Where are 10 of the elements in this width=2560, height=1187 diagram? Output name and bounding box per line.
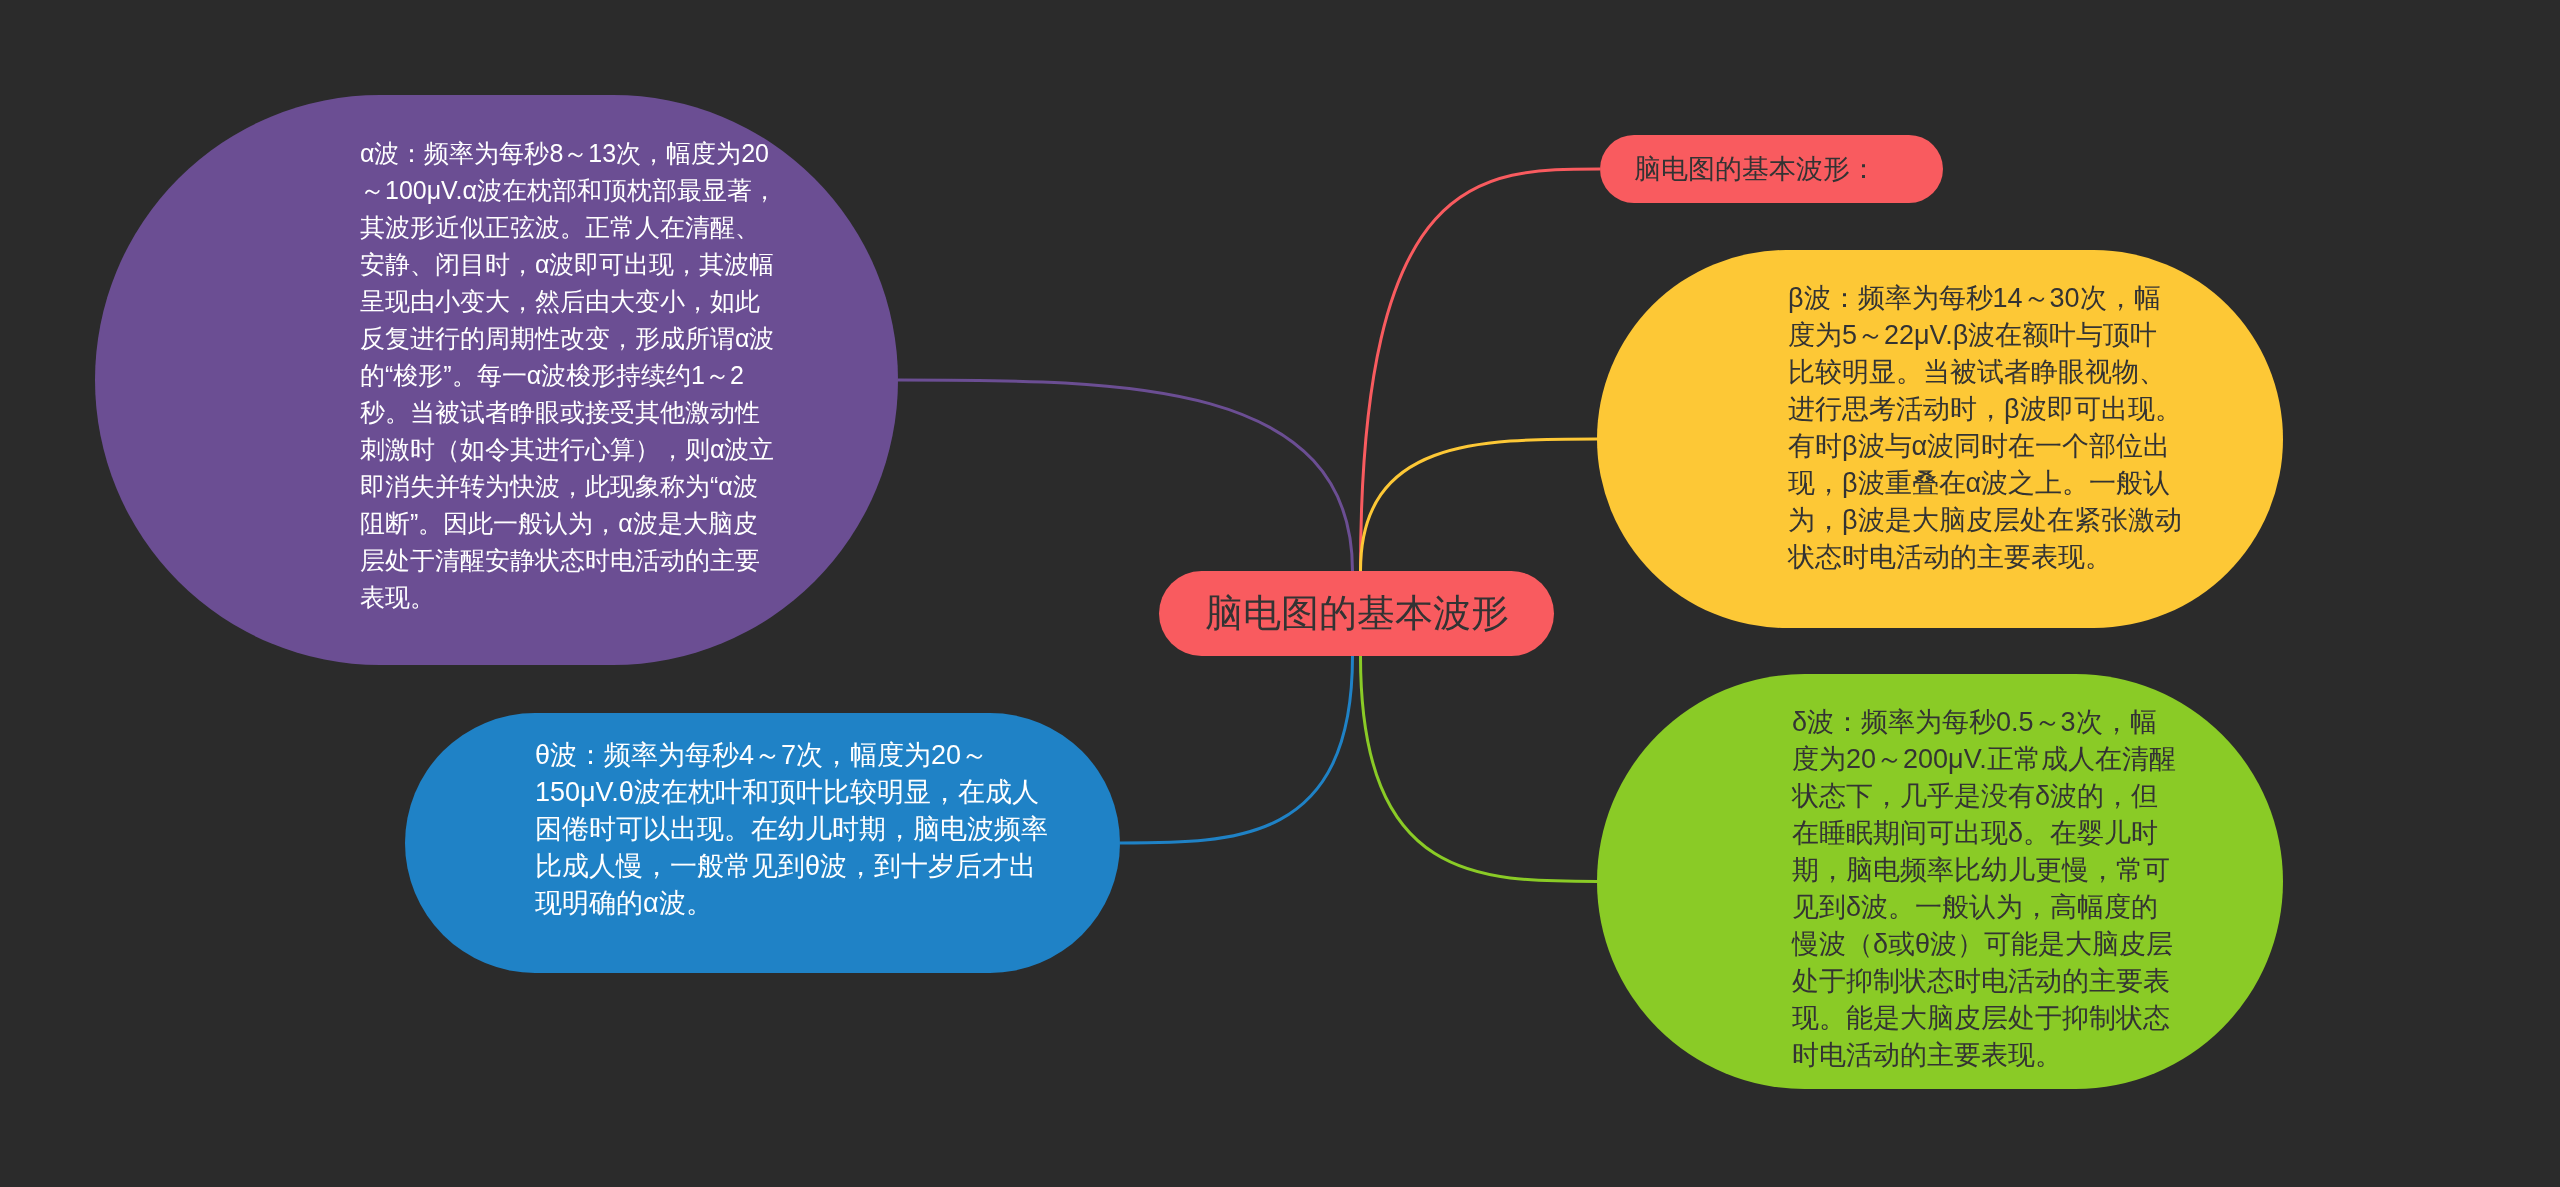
connector-line: [1359, 655, 1597, 883]
connector-line: [1120, 655, 1354, 845]
topic-text: β波：频率为每秒14～30次，幅度为5～22μV.β波在额叶与顶叶比较明显。当被试者睁眼视物、进行思考活动时，β波即可出现。有时β波与α波同时在一个部位出现，β波重叠在α波之上。一般认为，β波是大脑皮层处在紧张激动状态时电活动的主要表现。: [1788, 282, 2183, 574]
connector-line: [898, 378, 1354, 572]
topic-title: 脑电图的基本波形：: [1634, 152, 1878, 186]
topic-text: α波：频率为每秒8～13次，幅度为20～100μV.α波在枕部和顶枕部最显著，其波形近似正弦波。正常人在清醒、安静、闭目时，α波即可出现，其波幅呈现由小变大，然后由大变小，如此反复进行的周期性改变，形成所谓α波的“梭形”。每一α波梭形持续约1～2秒。当被试者睁眼或接受其他激动性刺激时（如令其进行心算），则α波立即消失并转为快波，此现象称为“α波阻断”。因此一般认为，α波是大脑皮层处于清醒安静状态时电活动的主要表现。: [360, 138, 778, 613]
topic-title: 脑电图的基本波形: [1203, 590, 1510, 636]
topic-text: θ波：频率为每秒4～7次，幅度为20～150μV.θ波在枕叶和顶叶比较明显，在成人困倦时可以出现。在幼儿时期，脑电波频率比成人慢，一般常见到θ波，到十岁后才出现明确的α波。: [535, 739, 1049, 920]
connector-line: [1359, 437, 1597, 572]
topic-text: δ波：频率为每秒0.5～3次，幅度为20～200μV.正常成人在清醒状态下，几乎是没有δ波的，但在睡眠期间可出现δ。在婴儿时期，脑电频率比幼儿更慢，常可见到δ波。一般认为，高幅度的慢波（δ或θ波）可能是大脑皮层处于抑制状态时电活动的主要表现。能是大脑皮层处于抑制状态时电活动的主要表现。: [1792, 706, 2177, 1072]
